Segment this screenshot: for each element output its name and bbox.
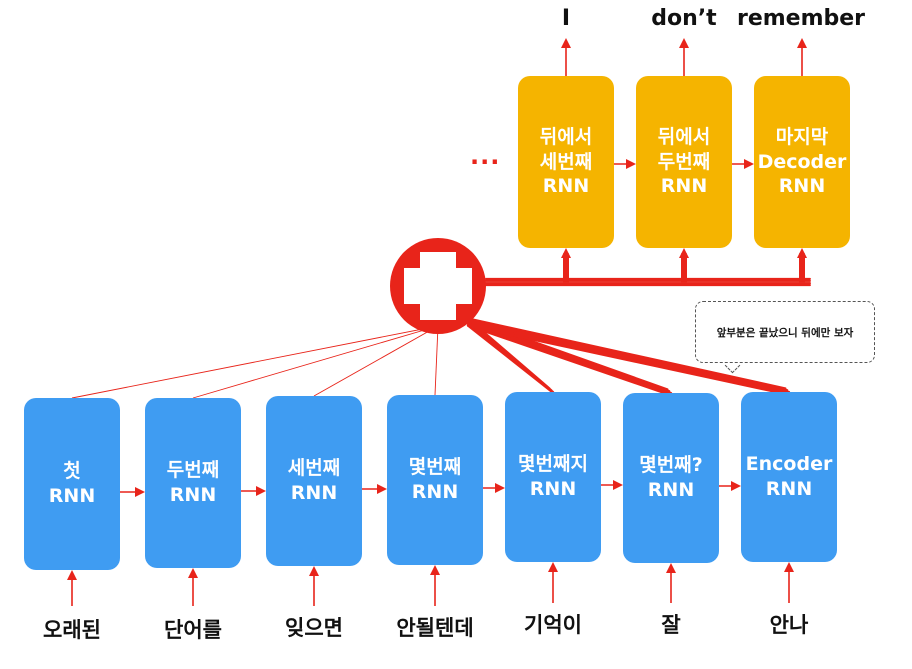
- encoder-cell-2: 두번째 RNN: [145, 398, 241, 568]
- encoder-cell-2-line-2: RNN: [169, 484, 217, 506]
- input-word-4: 안될텐데: [396, 616, 474, 640]
- thick-link-6-stroke-4: [466, 322, 674, 396]
- encoder-cell-5-line-1: 몇번째지: [518, 453, 588, 476]
- thick-link-7-stroke-3: [466, 320, 791, 394]
- thin-link-4: [434, 325, 439, 396]
- callout-text: 앞부분은 끝났으니 뒤에만 보자: [716, 326, 854, 339]
- decoder-cell-3-line-2: Decoder: [757, 150, 847, 173]
- thick-link-5-stroke-5: [466, 324, 558, 397]
- encoder-cell-7-line-2: RNN: [765, 478, 813, 500]
- output-word-3: remember: [736, 6, 866, 31]
- encoder-cell-4-line-1: 몇번째: [408, 456, 462, 479]
- decoder-cell-1-line-1: 뒤에서: [539, 125, 593, 148]
- encoder-cell-2-line-1: 두번째: [166, 459, 220, 482]
- encoder-cell-6-line-1: 몇번째?: [639, 454, 703, 477]
- encoder-cell-6-line-2: RNN: [647, 479, 695, 501]
- plus-icon-horizontal-bar: [404, 268, 472, 304]
- input-word-2: 단어를: [164, 618, 222, 642]
- encoder-cell-1-line-1: 첫: [63, 460, 81, 483]
- thick-link-7-stroke-1: [466, 317, 787, 390]
- thin-link-2: [192, 325, 439, 399]
- input-word-6: 잘: [661, 613, 681, 637]
- thick-link-7-stroke-4: [466, 322, 792, 395]
- ellipsis: ...: [470, 142, 501, 170]
- encoder-cell-5: 몇번째지 RNN: [505, 392, 601, 562]
- encoder-cell-7-line-1: Encoder: [745, 453, 833, 476]
- decoder-cell-3-line-1: 마지막: [775, 125, 829, 148]
- decoder-cell-2-line-1: 뒤에서: [657, 125, 711, 148]
- thick-link-7-stroke-2: [466, 319, 789, 392]
- output-word-2: don’t: [651, 6, 717, 31]
- decoder-cell-2-line-2: 두번째: [657, 150, 711, 173]
- decoder-cell-1-line-2: 세번째: [539, 150, 593, 173]
- callout-bubble: 앞부분은 끝났으니 뒤에만 보자: [695, 301, 875, 363]
- encoder-cell-6: 몇번째? RNN: [623, 393, 719, 563]
- encoder-cell-3: 세번째 RNN: [266, 396, 362, 566]
- decoder-cell-1: 뒤에서 세번째 RNN: [518, 76, 614, 248]
- encoder-cell-4-line-2: RNN: [411, 481, 459, 503]
- decoder-cell-2-line-3: RNN: [660, 175, 708, 198]
- decoder-cell-1-line-3: RNN: [542, 175, 590, 198]
- decoder-cell-3: 마지막 Decoder RNN: [754, 76, 850, 248]
- input-word-5: 기억이: [524, 613, 582, 637]
- encoder-cell-7: Encoder RNN: [741, 392, 837, 562]
- thick-link-7-stroke-5: [466, 324, 794, 397]
- decoder-cell-3-line-3: RNN: [778, 175, 826, 198]
- input-word-3: 잊으면: [285, 616, 343, 640]
- encoder-cell-1: 첫 RNN: [24, 398, 120, 570]
- output-word-1: I: [561, 6, 571, 31]
- encoder-cell-3-line-2: RNN: [290, 482, 338, 504]
- thin-link-3: [313, 325, 439, 397]
- decoder-cell-2: 뒤에서 두번째 RNN: [636, 76, 732, 248]
- encoder-cell-3-line-1: 세번째: [287, 457, 341, 480]
- encoder-cell-5-line-2: RNN: [529, 478, 577, 500]
- encoder-cell-4: 몇번째 RNN: [387, 395, 483, 565]
- thin-link-1: [71, 325, 439, 399]
- input-word-7: 안나: [769, 613, 809, 637]
- thick-link-6-stroke-5: [466, 324, 676, 398]
- encoder-cell-1-line-2: RNN: [48, 485, 96, 507]
- input-word-1: 오래된: [43, 618, 101, 642]
